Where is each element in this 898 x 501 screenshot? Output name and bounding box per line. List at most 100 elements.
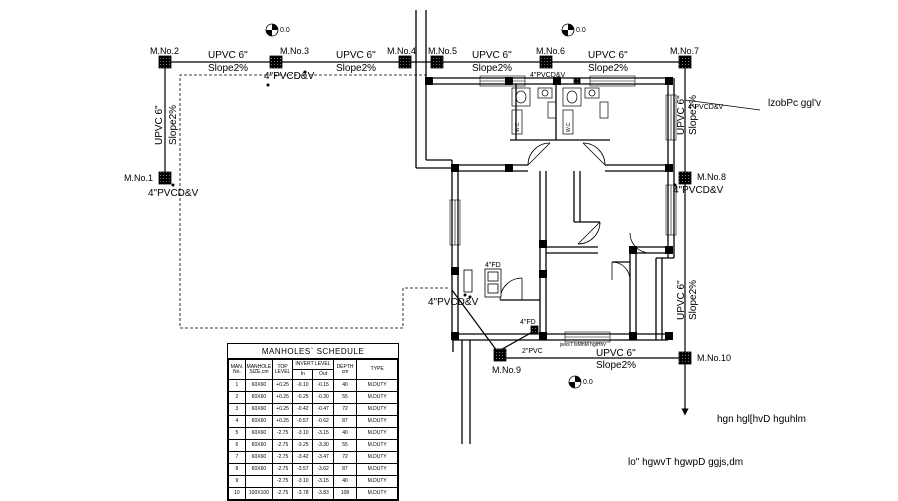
- pvcdv-label-8: 4"PVCD&V: [673, 185, 724, 196]
- table-cell-no: 4: [228, 415, 246, 428]
- level-symbol-bottom: [568, 375, 582, 389]
- manhole-10-symbol: [678, 351, 692, 365]
- table-cell-size: 60X60: [244, 403, 273, 416]
- pvcdv-label-wc: 4"PVCD&V: [530, 72, 565, 79]
- wc-label-1: W.C: [515, 122, 521, 132]
- table-cell-top: +0.25: [271, 403, 294, 416]
- manhole-1-label: M.No.1: [124, 173, 153, 183]
- door-swings: [499, 142, 651, 301]
- table-cell-in: -3.42: [292, 451, 314, 464]
- table-cell-type: M.DUTY: [356, 379, 398, 392]
- table-cell-in: -0.10: [292, 379, 314, 392]
- manhole-2-symbol: [158, 55, 172, 69]
- table-cell-depth: 55: [332, 439, 358, 452]
- manhole-5-label: M.No.5: [428, 46, 457, 56]
- wc-label-2: W.C: [566, 122, 572, 132]
- pvcdv-label-kitchen: 4"PVCD&V: [428, 297, 479, 308]
- table-cell-in: -3.25: [292, 439, 314, 452]
- manhole-4-symbol: [398, 55, 412, 69]
- table-cell-in: -3.57: [292, 463, 314, 476]
- table-cell-in: -0.57: [292, 415, 314, 428]
- col-header-in: In: [292, 369, 314, 380]
- wall-note: jwvsT lsMhM hglHhv: [559, 342, 606, 348]
- fd-label-kitchen: 4"FD: [485, 262, 501, 269]
- table-cell-depth: 40: [332, 427, 358, 440]
- manhole-3-label: M.No.3: [280, 46, 309, 56]
- table-cell-no: 5: [228, 427, 246, 440]
- manhole-5-symbol: [430, 55, 444, 69]
- table-cell-out: -3.30: [312, 439, 334, 452]
- table-cell-out: -0.62: [312, 415, 334, 428]
- manhole-1-symbol: [158, 171, 172, 185]
- manhole-9-symbol: [493, 348, 507, 362]
- table-cell-no: 7: [228, 451, 246, 464]
- table-cell-top: -2.75: [271, 451, 294, 464]
- manhole-9-label: M.No.9: [492, 365, 521, 375]
- table-cell-type: M.DUTY: [356, 463, 398, 476]
- table-cell-out: -3.83: [312, 487, 334, 500]
- table-cell-top: -2.75: [271, 475, 294, 488]
- table-cell-type: M.DUTY: [356, 439, 398, 452]
- table-cell-depth: 108: [332, 487, 358, 500]
- table-cell-type: M.DUTY: [356, 475, 398, 488]
- labels: M.No.1 M.No.2 M.No.3 M.No.4 M.No.5 M.No.…: [124, 27, 821, 468]
- slope-label-9-10: Slope2%: [596, 360, 636, 371]
- table-cell-size: 60X60: [244, 415, 273, 428]
- table-cell-out: -0.30: [312, 391, 334, 404]
- table-cell-out: -0.47: [312, 403, 334, 416]
- table-cell-no: 8: [228, 463, 246, 476]
- table-cell-depth: 87: [332, 415, 358, 428]
- table-cell-depth: 72: [332, 403, 358, 416]
- table-cell-size: 60X60: [244, 427, 273, 440]
- manhole-symbols: [158, 55, 692, 365]
- table-cell-top: -2.75: [271, 427, 294, 440]
- level-symbols: [265, 23, 582, 389]
- manhole-6-symbol: [539, 55, 553, 69]
- pipe-label-1-2: UPVC 6": [154, 105, 165, 145]
- table-cell-depth: 40: [332, 475, 358, 488]
- slope-label-6-7: Slope2%: [588, 63, 628, 74]
- pipe-label-8-10: UPVC 6": [676, 280, 687, 320]
- slope-label-2-3: Slope2%: [208, 63, 248, 74]
- table-cell-out: -3.47: [312, 451, 334, 464]
- columns: [425, 77, 673, 340]
- table-cell-depth: 55: [332, 391, 358, 404]
- pipe-label-5-6: UPVC 6": [472, 50, 512, 61]
- note-right: lzobPc ggl'v: [768, 98, 821, 109]
- note-bottom-2: lo" hgwvT hgwpD ggjs,dm: [628, 457, 743, 468]
- schedule-header-row: MAN. No. MANHOLE SIZE,cm TOP LEVEL INVER…: [228, 359, 398, 380]
- table-cell-size: 60X60: [244, 463, 273, 476]
- table-cell-out: -0.15: [312, 379, 334, 392]
- level-value-top-left: 0.0: [280, 27, 290, 34]
- table-cell-depth: 72: [332, 451, 358, 464]
- col-header-size: MANHOLE SIZE,cm: [244, 359, 273, 380]
- table-cell-in: -0.25: [292, 391, 314, 404]
- table-cell-size: 60X60: [244, 451, 273, 464]
- pipe-label-3-4: UPVC 6": [336, 50, 376, 61]
- table-cell-top: -2.75: [271, 463, 294, 476]
- table-cell-top: +0.25: [271, 415, 294, 428]
- table-cell-type: M.DUTY: [356, 487, 398, 500]
- manhole-6-label: M.No.6: [536, 46, 565, 56]
- branch-markers: [171, 70, 677, 299]
- table-cell-in: -0.42: [292, 403, 314, 416]
- manhole-3-symbol: [269, 55, 283, 69]
- table-cell-type: M.DUTY: [356, 391, 398, 404]
- level-symbol-top-right: [561, 23, 575, 37]
- table-cell-out: -3.62: [312, 463, 334, 476]
- table-cell-depth: 40: [332, 379, 358, 392]
- schedule-table: MAN. No. MANHOLE SIZE,cm TOP LEVEL INVER…: [228, 359, 398, 500]
- table-cell-no: 6: [228, 439, 246, 452]
- level-value-bottom: 0.0: [583, 379, 593, 386]
- pvcdv-label-7: 4"PVCD&V: [688, 104, 723, 111]
- table-cell-no: 9: [228, 475, 246, 488]
